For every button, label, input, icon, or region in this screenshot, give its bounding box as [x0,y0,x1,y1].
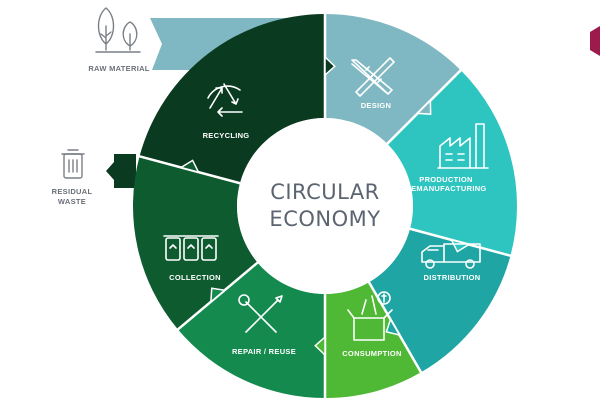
recycle-arrows-icon [207,83,243,117]
ring-segment-collection [133,156,258,330]
factory-icon [437,123,489,169]
segment-arrow-notch [179,159,200,174]
segment-arrow-notch [450,238,471,253]
segment-label-production: PRODUCTION [419,175,472,184]
segment-separators [137,12,513,400]
segment-label-design: DESIGN [361,101,392,110]
pencil-ruler-icon [351,57,395,97]
residual-waste-label-line1: RESIDUAL [52,187,93,196]
residual-waste-label-line2: WASTE [58,197,86,206]
ring-segment-production [387,70,517,256]
segment-arrow-notch [415,98,432,115]
segment-label-remanufacturing: REMANUFACTURING [405,184,486,193]
residual-waste-arrow [106,154,136,188]
truck-icon [421,243,481,269]
segment-arrow-notch [385,317,402,337]
trash-can-icon [61,149,85,179]
center-title-line2: ECONOMY [269,207,380,231]
raw-material-label: RAW MATERIAL [88,64,149,73]
segment-label-repair-reuse: REPAIR / REUSE [232,347,296,356]
shopping-box-icon [347,291,393,341]
segment-arrow-notch [209,287,227,304]
trees-icon [95,7,141,53]
segment-label-recycling: RECYCLING [203,131,250,140]
center-title-line1: CIRCULAR [270,180,380,204]
center-circle [237,118,413,294]
corner-accent [590,26,600,56]
wrench-screwdriver-icon [238,294,283,333]
segment-label-consumption: CONSUMPTION [342,349,402,358]
segment-arrow-notch [314,335,326,357]
ring-segment-design [325,14,461,144]
ring-segment-repair-reuse [177,262,325,398]
recycle-bins-icon [163,235,219,261]
segment-label-distribution: DISTRIBUTION [424,273,481,282]
segment-arrow-notch [324,55,336,77]
ring-segment-distribution [369,228,511,373]
segment-label-collection: COLLECTION [169,273,221,282]
